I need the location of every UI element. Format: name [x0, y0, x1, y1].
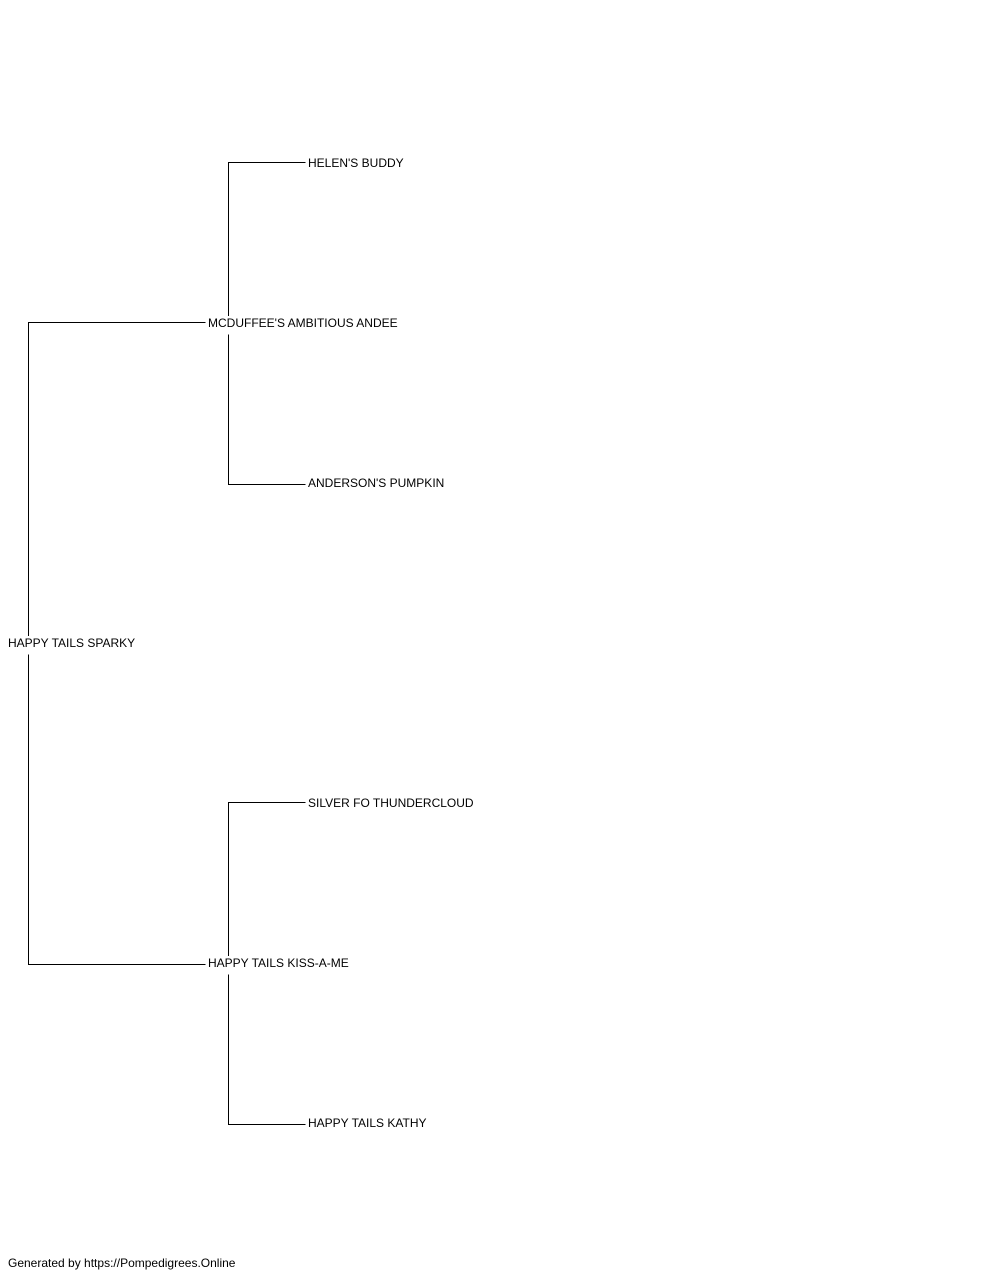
- pedigree-node-dam-sire: SILVER FO THUNDERCLOUD: [308, 796, 474, 810]
- pedigree-node-sire-dam: ANDERSON'S PUMPKIN: [308, 476, 445, 490]
- pedigree-node-subject: HAPPY TAILS SPARKY: [8, 636, 136, 650]
- connector-dam-to-dam-dam: [228, 974, 306, 1125]
- pedigree-node-sire: MCDUFFEE'S AMBITIOUS ANDEE: [208, 316, 398, 330]
- connector-root-to-dam: [28, 654, 206, 965]
- pedigree-node-sire-sire: HELEN'S BUDDY: [308, 156, 404, 170]
- connector-sire-to-sire-sire: [228, 162, 306, 317]
- connector-dam-to-dam-sire: [228, 802, 306, 957]
- connector-root-to-sire: [28, 322, 206, 637]
- pedigree-node-dam: HAPPY TAILS KISS-A-ME: [208, 956, 349, 970]
- generated-by-footer: Generated by https://Pompedigrees.Online: [8, 1256, 236, 1270]
- connector-sire-to-sire-dam: [228, 334, 306, 485]
- pedigree-node-dam-dam: HAPPY TAILS KATHY: [308, 1116, 427, 1130]
